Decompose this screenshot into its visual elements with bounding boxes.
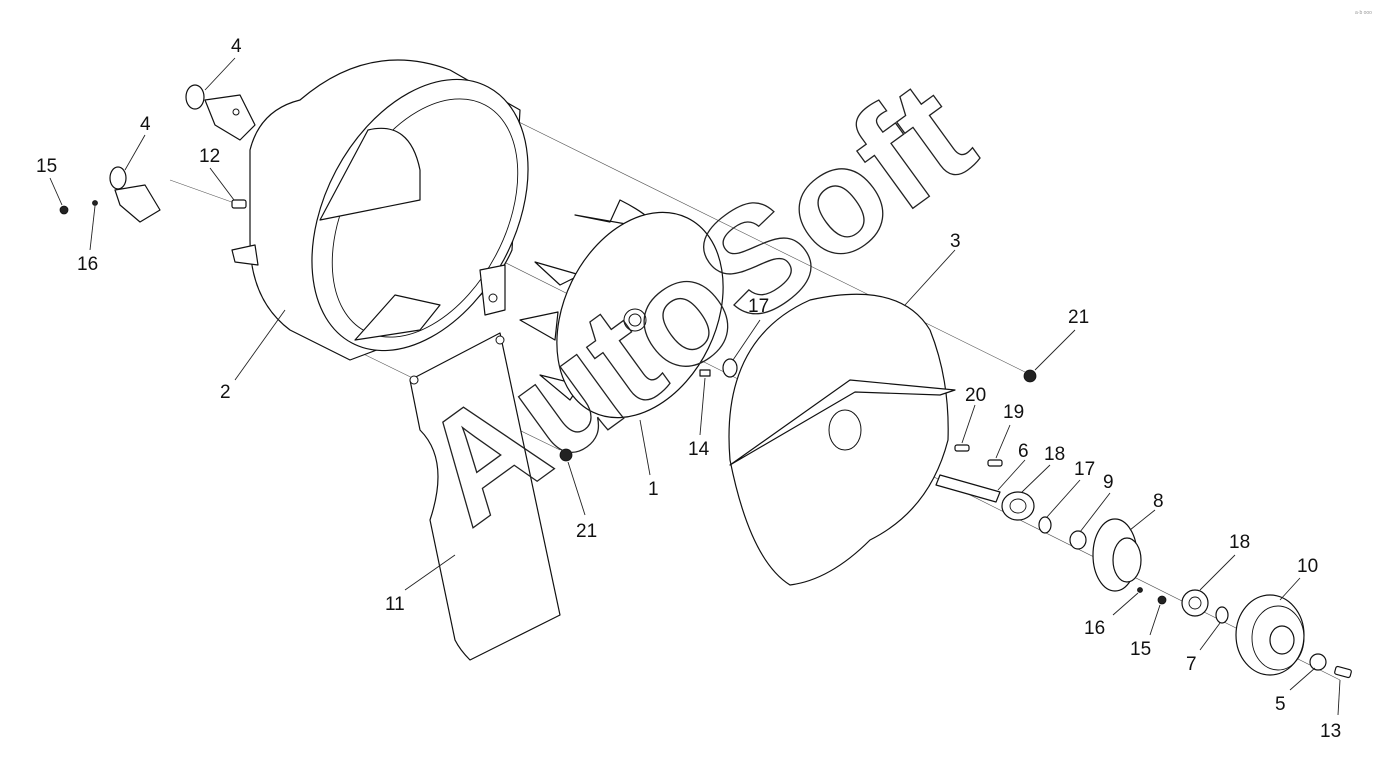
callout-5: 5 — [1275, 694, 1286, 715]
callout-21-right: 21 — [1068, 307, 1089, 328]
latch-upper — [185, 84, 256, 141]
nut-15-left — [59, 205, 69, 215]
callout-16-left: 16 — [77, 254, 98, 275]
callout-14: 14 — [688, 439, 710, 460]
bearing-housing-8 — [1092, 518, 1142, 592]
washer-16-right — [1137, 587, 1143, 593]
leader-lines — [49, 57, 1341, 716]
callout-2: 2 — [220, 382, 231, 403]
fan-housing — [231, 59, 529, 361]
callout-13: 13 — [1320, 721, 1341, 742]
key-14 — [699, 369, 711, 377]
bearing-18-left — [1001, 491, 1035, 521]
pulley-10 — [1235, 594, 1305, 676]
callout-10: 10 — [1297, 556, 1318, 577]
callout-3: 3 — [950, 231, 961, 252]
bolt-13 — [1334, 665, 1352, 679]
back-plate — [728, 293, 956, 586]
callout-16-right: 16 — [1084, 618, 1105, 639]
cover-plate — [409, 332, 561, 661]
callout-20: 20 — [965, 385, 986, 406]
retaining-ring-17-left — [722, 358, 738, 378]
corner-mark: a·b ooo — [1355, 10, 1372, 16]
nut-21-center — [559, 448, 573, 462]
callout-17-left: 17 — [748, 296, 769, 317]
callout-4-upper: 4 — [231, 36, 242, 57]
bearing-18-right — [1181, 589, 1209, 617]
callout-17-right: 17 — [1074, 459, 1095, 480]
callout-7: 7 — [1186, 654, 1197, 675]
callout-18-left: 18 — [1044, 444, 1065, 465]
retaining-ring-17-right — [1038, 516, 1052, 534]
callout-12: 12 — [199, 146, 220, 167]
callout-15-left: 15 — [36, 156, 57, 177]
callout-8: 8 — [1153, 491, 1164, 512]
nut-15-right — [1157, 595, 1167, 605]
retaining-ring-7 — [1215, 606, 1229, 624]
shaft — [935, 474, 1001, 503]
callout-9: 9 — [1103, 472, 1114, 493]
spacer-9 — [1069, 530, 1087, 550]
callout-18-right: 18 — [1229, 532, 1250, 553]
callout-15-right: 15 — [1130, 639, 1151, 660]
nut-21-right — [1023, 369, 1037, 383]
callout-4-lower: 4 — [140, 114, 151, 135]
latch-lower — [109, 166, 161, 223]
key-19 — [987, 459, 1003, 467]
key-20 — [954, 444, 970, 452]
callout-1: 1 — [648, 479, 659, 500]
washer-16-left — [92, 200, 98, 206]
impeller — [519, 199, 724, 419]
callout-19: 19 — [1003, 402, 1024, 423]
washer-5 — [1309, 653, 1327, 671]
callout-11: 11 — [385, 594, 405, 615]
bolt-12 — [231, 199, 247, 209]
callout-6: 6 — [1018, 441, 1029, 462]
callout-labels: 4 4 15 12 16 2 11 21 1 14 17 3 21 20 19 … — [36, 36, 1341, 742]
callout-21-center: 21 — [576, 521, 597, 542]
